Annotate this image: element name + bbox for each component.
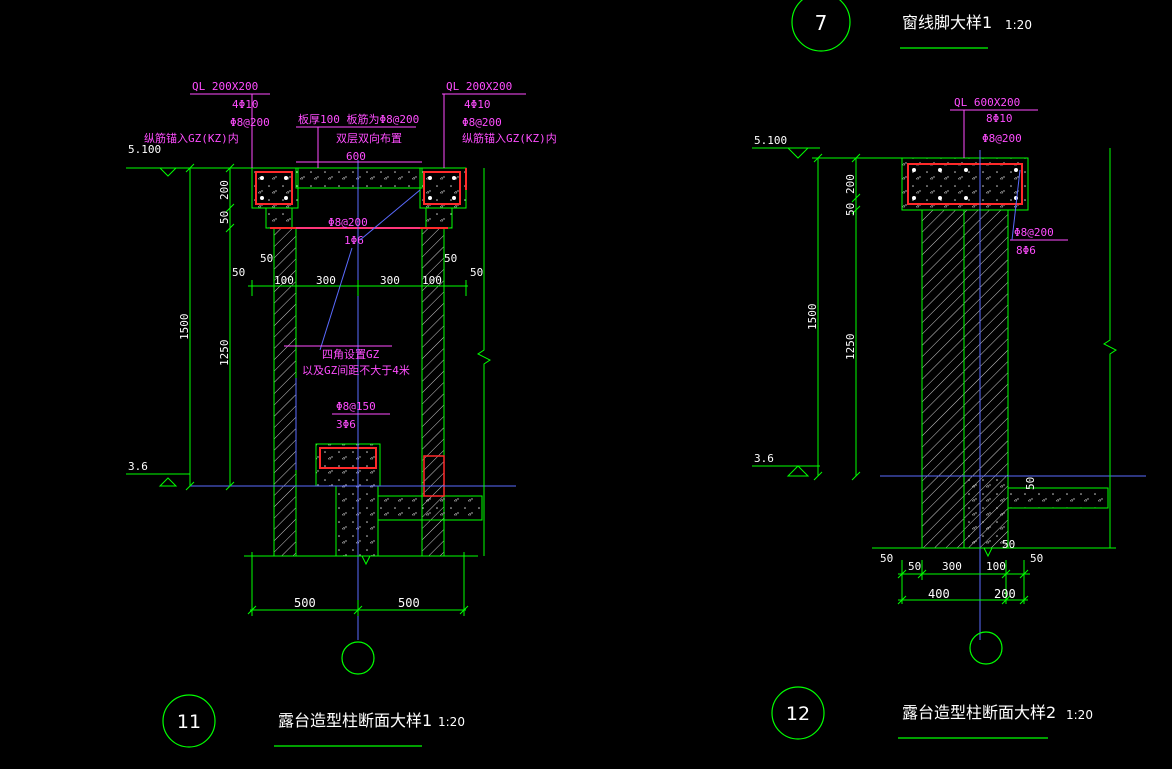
detail-11: 5.100 3.6 1500 1250 200 50 50 50 100 300…	[126, 80, 557, 748]
dim-50-11: 50	[218, 211, 231, 224]
dim-300a: 300	[316, 274, 336, 287]
detail-11-number: 11	[177, 711, 201, 733]
ql-left-stirrup: Φ8@200	[230, 116, 270, 129]
slab-note: 板厚100 板筋为Φ8@200	[298, 112, 419, 126]
dim-200b: 200	[994, 587, 1016, 601]
ql-left-note: 纵筋锚入GZ(KZ)内	[144, 131, 239, 145]
dim-50-top-r: 50	[444, 252, 457, 265]
ql-600-bars: 8Φ10	[986, 112, 1013, 125]
dim-slab: 600	[346, 150, 366, 163]
ql-left-label: QL 200X200	[192, 80, 258, 93]
detail-7-circle	[791, 0, 851, 52]
dim-100a: 100	[274, 274, 294, 287]
top-slab	[295, 167, 423, 189]
side-bars: 8Φ6	[1016, 244, 1036, 257]
ql-right-bars: 4Φ10	[464, 98, 491, 111]
dim-500a: 500	[294, 596, 316, 610]
dim-b100: 100	[986, 560, 1006, 573]
detail-12-title: 露台造型柱断面大样2	[902, 703, 1056, 722]
detail-12-circle	[771, 686, 825, 740]
dim-h50-top: 50	[260, 252, 273, 265]
ql-left-bars: 4Φ10	[232, 98, 259, 111]
base-stirrup: Φ8@150	[336, 400, 376, 413]
axis-bubble-12	[969, 631, 1003, 665]
dim-1250-12: 1250	[844, 334, 857, 361]
dim-1500-11: 1500	[178, 314, 191, 341]
detail-7: 7 窗线脚大样1 1:20	[791, 0, 1032, 52]
elev-top-12: 5.100	[754, 134, 787, 147]
ql-600-box	[901, 157, 1029, 211]
dim-b50b: 50	[908, 560, 921, 573]
dim-50b-12: 50	[1002, 538, 1015, 551]
base-beam	[315, 443, 381, 487]
dim-50-12: 50	[844, 203, 857, 216]
dim-200-11: 200	[218, 180, 231, 200]
elev-bottom-12: 3.6	[754, 452, 774, 465]
dim-b50c: 50	[1030, 552, 1043, 565]
dim-400: 400	[928, 587, 950, 601]
elev-top-11: 5.100	[128, 143, 161, 156]
base-bars: 3Φ6	[336, 418, 356, 431]
dim-b50a: 50	[880, 552, 893, 565]
gz-note1: 四角设置GZ	[322, 348, 380, 361]
detail-11-title: 露台造型柱断面大样1	[278, 711, 432, 730]
detail-11-circle	[162, 694, 216, 748]
ql-right-box	[419, 167, 467, 209]
side-stirrup: Φ8@200	[1014, 226, 1054, 239]
detail-12: 5.100 3.6 1500 1250 200 50 50 50 50 50	[752, 96, 1146, 740]
dim-h50l: 50	[232, 266, 245, 279]
dim-b300: 300	[942, 560, 962, 573]
elev-bottom-11: 3.6	[128, 460, 148, 473]
dim-100b: 100	[422, 274, 442, 287]
dim-1250-11: 1250	[218, 340, 231, 367]
detail-7-scale: 1:20	[1005, 18, 1032, 32]
detail-7-number: 7	[815, 11, 828, 35]
slab-note2: 双层双向布置	[336, 131, 402, 145]
beam-bars: 1Φ6	[344, 234, 364, 247]
dim-h50r: 50	[470, 266, 483, 279]
ql-600-label: QL 600X200	[954, 96, 1020, 109]
dim-500b: 500	[398, 596, 420, 610]
ql-left-box	[251, 167, 299, 209]
dim-300b: 300	[380, 274, 400, 287]
detail-12-number: 12	[786, 703, 810, 725]
ql-right-label: QL 200X200	[446, 80, 512, 93]
dim-1500-12: 1500	[806, 304, 819, 331]
gz-note2: 以及GZ间距不大于4米	[302, 363, 410, 377]
detail-11-scale: 1:20	[438, 715, 465, 729]
ql-600-stirrup: Φ8@200	[982, 132, 1022, 145]
beam-stirrup: Φ8@200	[328, 216, 368, 229]
ql-right-stirrup: Φ8@200	[462, 116, 502, 129]
detail-12-scale: 1:20	[1066, 708, 1093, 722]
ql-right-note: 纵筋锚入GZ(KZ)内	[462, 131, 557, 145]
detail-7-title: 窗线脚大样1	[902, 13, 992, 32]
axis-bubble-11	[341, 641, 375, 675]
dim-200-12: 200	[844, 174, 857, 194]
dim-50r-12: 50	[1024, 477, 1037, 490]
